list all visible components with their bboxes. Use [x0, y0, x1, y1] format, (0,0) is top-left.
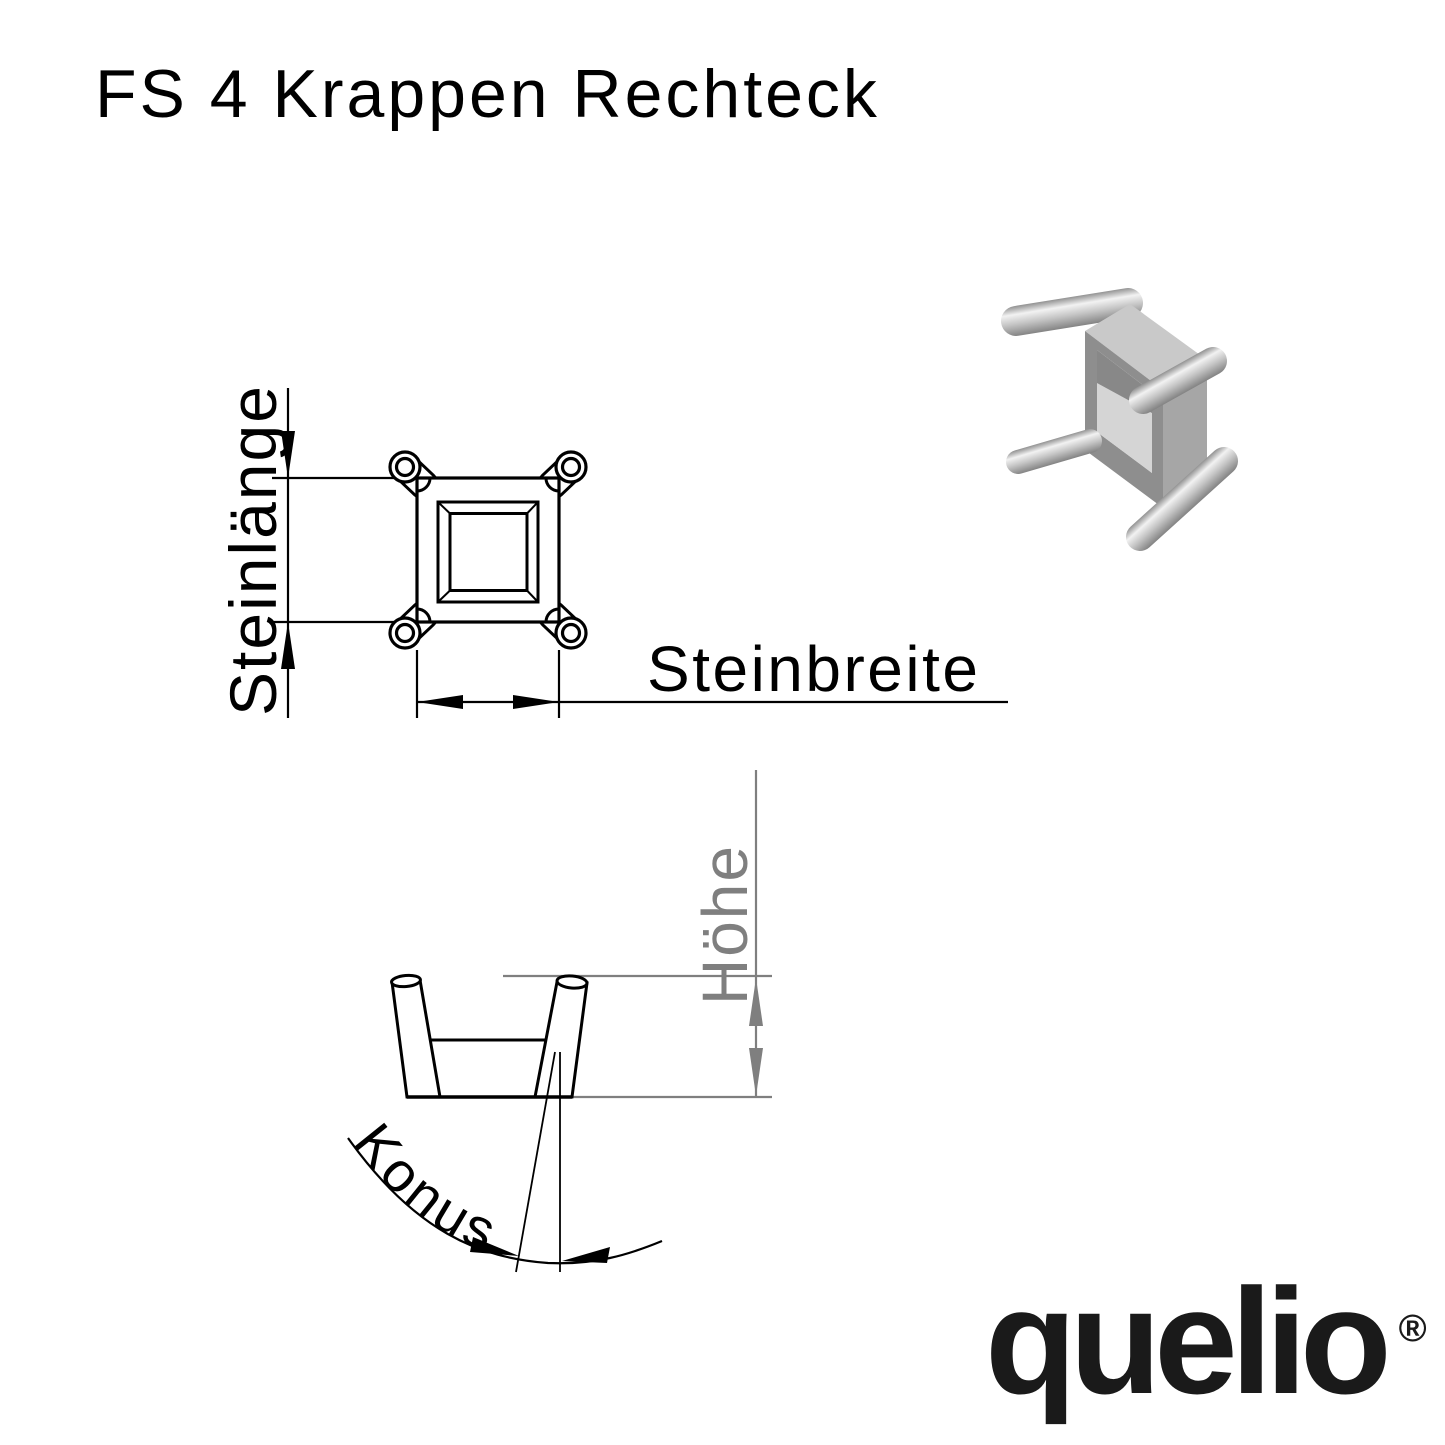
prong-rings: [388, 450, 588, 650]
side-view: [390, 973, 589, 1099]
top-view: [388, 450, 588, 650]
page-title: FS 4 Krappen Rechteck: [95, 56, 880, 132]
bevel-inner-square: [448, 512, 529, 592]
render-prong-rod: [1129, 347, 1227, 414]
arrowhead-right-icon: [513, 695, 559, 709]
arrowhead-down-icon: [281, 431, 295, 478]
right-prong-cap: [555, 974, 589, 990]
label-height: Höhe: [689, 844, 761, 1005]
brand-logo-text: quelio: [985, 1257, 1392, 1425]
render-prong-rod: [1006, 429, 1102, 474]
arrowhead-right-icon: [470, 1237, 519, 1256]
bevel-corner-edges: [437, 501, 539, 603]
render-front-face: [1085, 331, 1163, 508]
dim-steinbreite: [415, 650, 1008, 718]
arrowhead-down-icon: [749, 1048, 763, 1096]
dim-steinlaenge: [272, 388, 417, 718]
angle-arc: [347, 1137, 663, 1265]
registered-trademark-icon: ®: [1398, 1308, 1427, 1350]
render-prong-rod: [1126, 447, 1238, 551]
arrowhead-left-icon: [417, 695, 463, 709]
left-prong-cap: [390, 973, 422, 989]
label-stone-width: Steinbreite: [647, 633, 980, 705]
label-cone: Konus: [342, 1111, 508, 1263]
taper-construction-line: [515, 1051, 556, 1273]
iso-render: [1001, 288, 1238, 551]
corner-fillets: [416, 477, 560, 623]
arrowhead-up-icon: [281, 622, 295, 669]
arrowhead-left-icon: [562, 1247, 610, 1263]
brand-logo: quelio®: [985, 1266, 1427, 1416]
arrowhead-up-icon: [749, 978, 763, 1026]
bevel-outer-square: [436, 500, 540, 604]
dim-konus: Konus: [342, 1051, 663, 1273]
label-stone-length: Steinlänge: [216, 384, 290, 716]
render-prong-rod: [1001, 288, 1143, 336]
